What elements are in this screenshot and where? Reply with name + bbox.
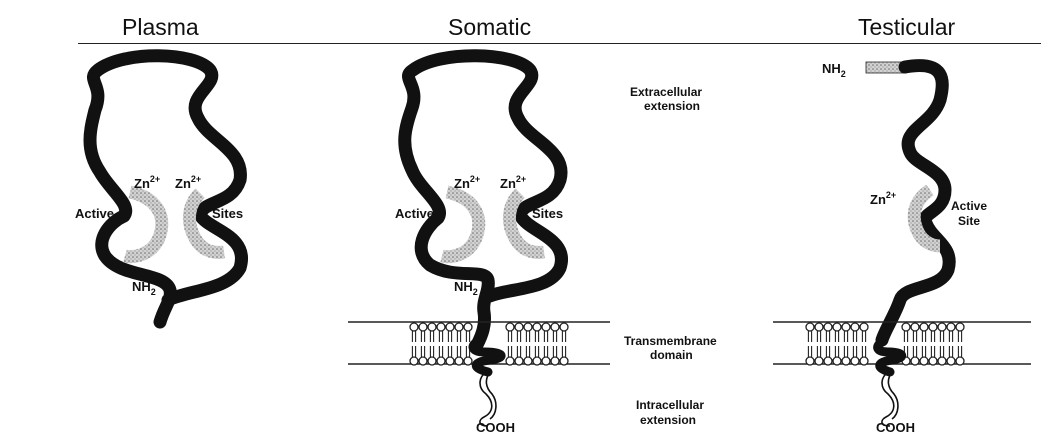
plasma-chain bbox=[90, 56, 242, 322]
testicular-active-label-line1: Active bbox=[951, 199, 987, 213]
svg-text:Zn2+: Zn2+ bbox=[454, 174, 480, 191]
testicular-zn-sup: 2+ bbox=[886, 190, 896, 200]
svg-text:Zn2+: Zn2+ bbox=[870, 190, 896, 207]
extracellular-label-line1: Extracellular bbox=[630, 85, 702, 99]
somatic-active-site-left bbox=[442, 192, 479, 257]
svg-text:NH2: NH2 bbox=[822, 61, 846, 79]
transmembrane-label-line1: Transmembrane bbox=[624, 334, 717, 348]
intracellular-label-line1: Intracellular bbox=[636, 398, 704, 412]
somatic-zn-right: Zn bbox=[500, 176, 516, 191]
svg-text:Zn2+: Zn2+ bbox=[134, 174, 160, 191]
somatic-cooh-label: COOH bbox=[476, 420, 515, 434]
transmembrane-label-line2: domain bbox=[650, 348, 693, 362]
annotations: Extracellular extension Transmembrane do… bbox=[624, 85, 717, 427]
somatic-sites-label: Sites bbox=[532, 206, 563, 221]
plasma-isoform: Zn2+ Zn2+ Active Sites NH2 bbox=[75, 56, 243, 322]
testicular-zn-label: Zn bbox=[870, 192, 886, 207]
testicular-isoform: NH2 Zn2+ Active Site bbox=[822, 61, 987, 340]
plasma-zn-left: Zn bbox=[134, 176, 150, 191]
somatic-membrane: COOH bbox=[348, 322, 610, 434]
plasma-active-site-left bbox=[125, 192, 162, 257]
plasma-nh2-sub: 2 bbox=[151, 287, 156, 297]
somatic-zn-left-sup: 2+ bbox=[470, 174, 480, 184]
intracellular-label-line2: extension bbox=[640, 413, 696, 427]
somatic-chain bbox=[405, 56, 562, 345]
somatic-transmembrane-helix bbox=[473, 342, 501, 372]
somatic-zn-left: Zn bbox=[454, 176, 470, 191]
somatic-zn-right-sup: 2+ bbox=[516, 174, 526, 184]
testicular-active-label-line2: Site bbox=[958, 214, 980, 228]
testicular-nh2-sub: 2 bbox=[841, 69, 846, 79]
svg-text:Zn2+: Zn2+ bbox=[500, 174, 526, 191]
plasma-zn-left-sup: 2+ bbox=[150, 174, 160, 184]
plasma-sites-label: Sites bbox=[212, 206, 243, 221]
somatic-active-label: Active bbox=[395, 206, 434, 221]
somatic-nh2-label: NH bbox=[454, 279, 473, 294]
somatic-isoform: Zn2+ Zn2+ Active Sites NH2 bbox=[395, 56, 563, 345]
plasma-zn-right: Zn bbox=[175, 176, 191, 191]
svg-text:NH2: NH2 bbox=[454, 279, 478, 297]
somatic-nh2-sub: 2 bbox=[473, 287, 478, 297]
testicular-membrane: COOH bbox=[773, 322, 1031, 434]
plasma-zn-right-sup: 2+ bbox=[191, 174, 201, 184]
extracellular-label-line2: extension bbox=[644, 99, 700, 113]
testicular-transmembrane-helix bbox=[878, 342, 902, 372]
plasma-nh2-label: NH bbox=[132, 279, 151, 294]
testicular-nh2-label: NH bbox=[822, 61, 841, 76]
plasma-active-label: Active bbox=[75, 206, 114, 221]
testicular-cooh-label: COOH bbox=[876, 420, 915, 434]
svg-text:Zn2+: Zn2+ bbox=[175, 174, 201, 191]
